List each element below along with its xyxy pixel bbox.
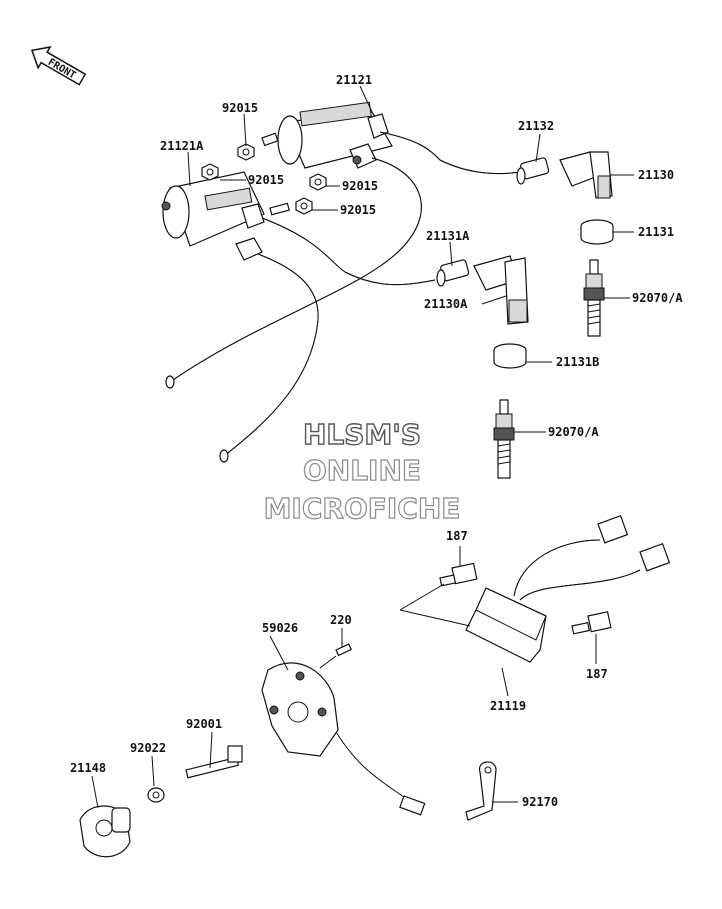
screw-220 xyxy=(319,643,353,669)
watermark-line2: ONLINE xyxy=(303,454,421,487)
watermark: HLSM'S ONLINE MICROFICHE xyxy=(263,417,461,525)
label-92070A-1: 92070/A xyxy=(632,291,683,305)
label-21121: 21121 xyxy=(336,73,372,87)
label-92015-top: 92015 xyxy=(222,101,258,115)
nut-92015-top xyxy=(237,132,279,161)
label-92001: 92001 xyxy=(186,717,222,731)
seal-21131 xyxy=(580,219,614,245)
leader-lines xyxy=(91,85,634,809)
label-21121A: 21121A xyxy=(160,139,204,153)
bolt-92001 xyxy=(185,745,243,779)
label-21131B: 21131B xyxy=(556,355,599,369)
label-21132: 21132 xyxy=(518,119,554,133)
label-92015-mid2: 92015 xyxy=(340,203,376,217)
bolt-187-top xyxy=(439,562,478,587)
label-92015-mid1: 92015 xyxy=(342,179,378,193)
label-92070A-2: 92070/A xyxy=(548,425,599,439)
washer-92022 xyxy=(147,787,165,803)
label-21119: 21119 xyxy=(490,699,526,713)
nut-92015-mid1 xyxy=(309,173,327,191)
nut-92015-left xyxy=(201,163,219,181)
spark-plug-1 xyxy=(583,259,605,337)
label-59026: 59026 xyxy=(262,621,298,635)
label-92170: 92170 xyxy=(522,795,558,809)
spark-plug-2 xyxy=(493,399,515,479)
label-21130A: 21130A xyxy=(424,297,468,311)
label-21130: 21130 xyxy=(638,168,674,182)
watermark-line3: MICROFICHE xyxy=(264,492,461,525)
seal-21131B xyxy=(493,343,527,369)
rotor-21148 xyxy=(79,805,131,858)
part-labels: 21121 92015 21121A 92015 92015 92015 211… xyxy=(70,73,683,809)
label-92022: 92022 xyxy=(130,741,166,755)
plug-cap-21130A xyxy=(473,255,529,325)
label-21131A: 21131A xyxy=(426,229,470,243)
cap-21131A xyxy=(436,259,470,287)
nut-92015-mid2 xyxy=(269,197,313,216)
bracket-92170 xyxy=(465,761,497,821)
front-arrow-badge: FRONT xyxy=(31,45,87,86)
label-21131: 21131 xyxy=(638,225,674,239)
label-187-right: 187 xyxy=(586,667,608,681)
label-92015-left: 92015 xyxy=(248,173,284,187)
bolt-187-right xyxy=(571,611,612,635)
label-187-top: 187 xyxy=(446,529,468,543)
pickup-plate-59026 xyxy=(261,662,426,816)
ignition-coil-lower xyxy=(161,171,265,261)
plug-cap-21130 xyxy=(559,151,613,199)
label-220: 220 xyxy=(330,613,352,627)
igniter-21119 xyxy=(465,515,671,663)
high-tension-leads xyxy=(165,131,521,463)
watermark-line1: HLSM'S xyxy=(303,418,421,451)
cap-21132 xyxy=(516,157,550,185)
label-21148: 21148 xyxy=(70,761,106,775)
ignition-coil-upper xyxy=(277,101,393,169)
